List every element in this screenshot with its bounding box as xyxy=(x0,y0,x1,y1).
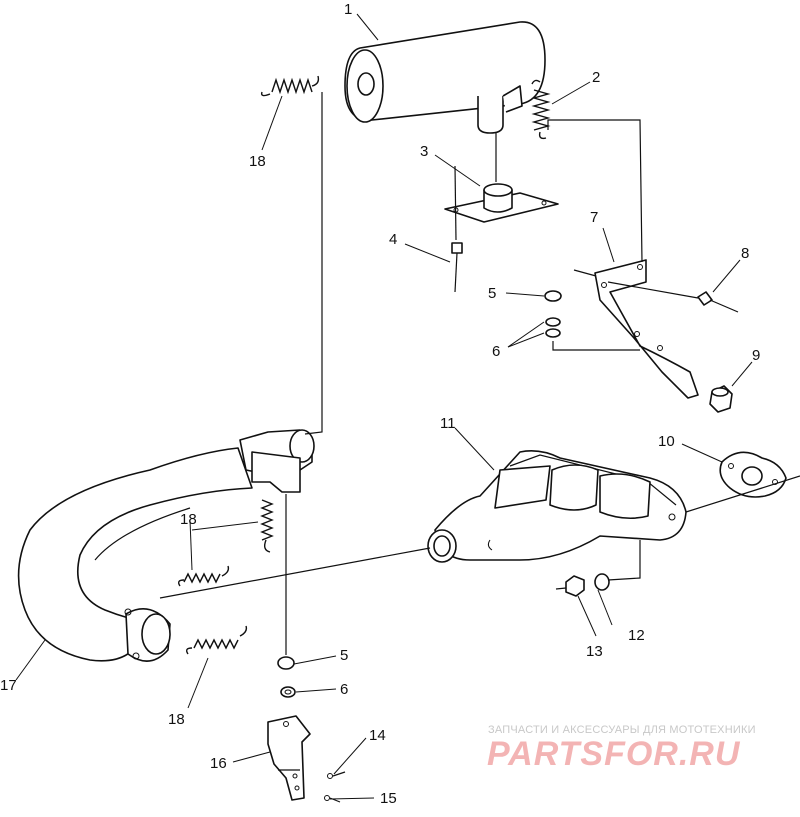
callout-6-bottom: 6 xyxy=(340,681,348,698)
bushing xyxy=(709,385,733,413)
cap-and-washer-bottom xyxy=(277,656,296,698)
watermark-logo: PARTSFOR.RU xyxy=(487,735,741,773)
watermark-tagline: ЗАПЧАСТИ И АКСЕССУАРЫ ДЛЯ МОТОТЕХНИКИ xyxy=(488,724,756,736)
callout-1: 1 xyxy=(344,1,352,18)
callout-8: 8 xyxy=(741,245,749,262)
spring-18-vertical xyxy=(260,499,274,553)
callouts: 1 2 3 4 5 6 7 8 9 10 11 12 13 14 15 16 1… xyxy=(0,1,760,807)
spring-18-top xyxy=(260,75,320,97)
callout-14: 14 xyxy=(369,727,386,744)
callout-9: 9 xyxy=(752,347,760,364)
callout-13: 13 xyxy=(586,643,603,660)
callout-11: 11 xyxy=(440,415,456,432)
lower-bracket xyxy=(267,715,311,801)
cap-and-washers-top xyxy=(544,290,562,338)
callout-4: 4 xyxy=(389,231,397,248)
callout-10: 10 xyxy=(658,433,675,450)
callout-6-top: 6 xyxy=(492,343,500,360)
callout-12: 12 xyxy=(628,627,645,644)
muffler xyxy=(344,21,546,134)
spring-18-mid xyxy=(177,565,230,587)
spring-18-low xyxy=(185,625,248,655)
spring-2 xyxy=(531,79,551,140)
small-fasteners xyxy=(324,771,346,803)
callout-3: 3 xyxy=(420,143,428,160)
mount-plate xyxy=(444,183,559,223)
exhaust-manifold xyxy=(427,450,687,563)
callout-18-bottom: 18 xyxy=(168,711,185,728)
callout-7: 7 xyxy=(590,209,598,226)
callout-17: 17 xyxy=(0,677,17,694)
bracket xyxy=(594,259,699,399)
callout-5-top: 5 xyxy=(488,285,496,302)
bolt xyxy=(451,165,463,293)
nut-and-washer xyxy=(555,573,610,597)
callout-5-bottom: 5 xyxy=(340,647,348,664)
callout-18-mid: 18 xyxy=(180,511,197,528)
callout-16: 16 xyxy=(210,755,227,772)
callout-2: 2 xyxy=(592,69,600,86)
callout-15: 15 xyxy=(380,790,397,807)
assembly-lines xyxy=(159,92,800,771)
exhaust-pipe xyxy=(17,429,315,662)
callout-18-top: 18 xyxy=(249,153,266,170)
bolt-8 xyxy=(697,291,739,313)
leader-lines xyxy=(15,13,753,800)
